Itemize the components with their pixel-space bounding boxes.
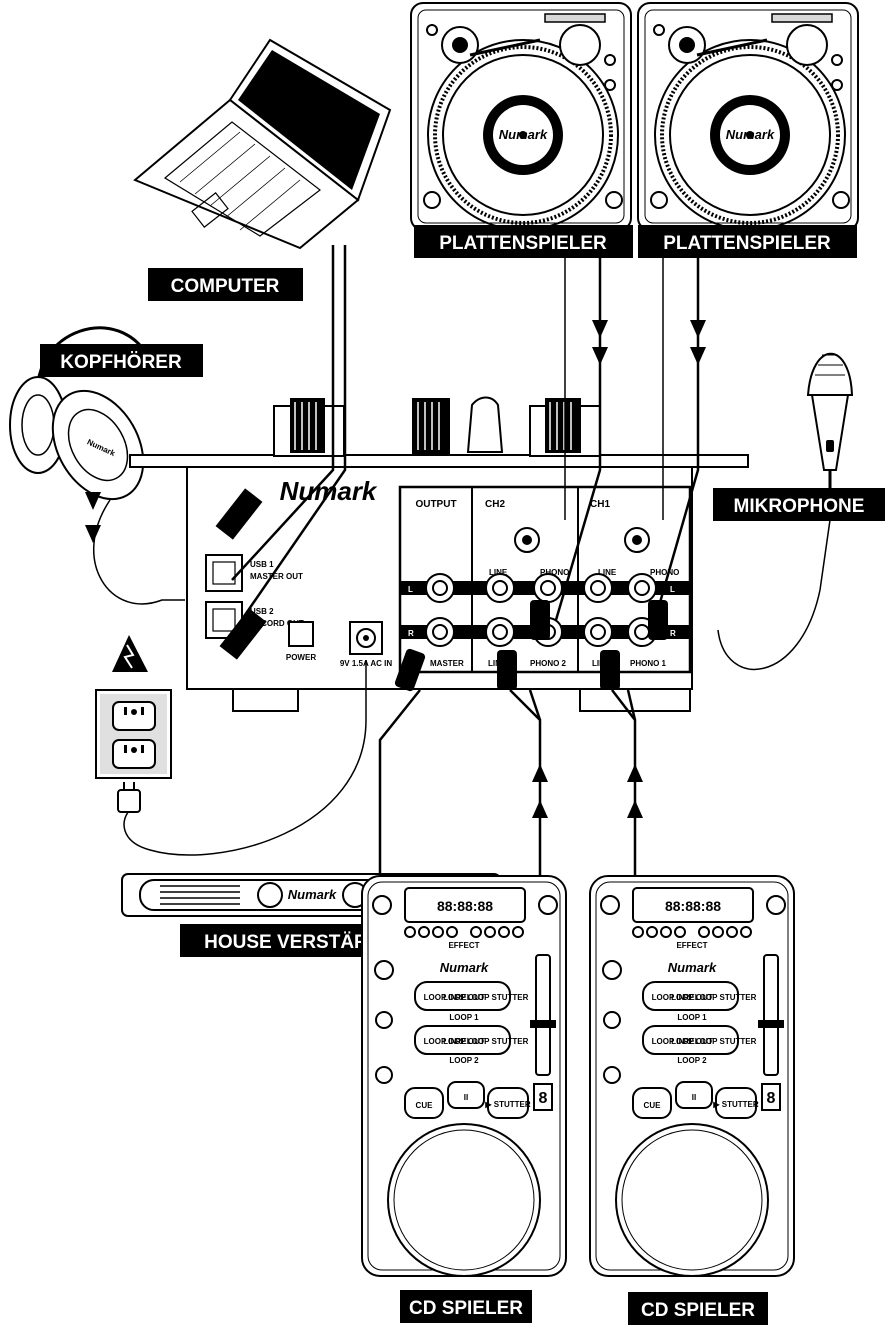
label-headphones-text: KOPFHÖRER: [60, 352, 182, 373]
cd1-digit: 8: [539, 1090, 548, 1107]
label-turntable-1-text: PLATTENSPIELER: [439, 233, 607, 254]
cd-player-2: 88:88:88 EFFECT Numark LOOP IN LOOP OUT …: [589, 875, 795, 1277]
turntable-1-brand: Numark: [499, 127, 548, 142]
turntable-1: Numark: [410, 2, 632, 231]
cd2-loop1: LOOP 1: [677, 1013, 707, 1022]
wall-outlet: [95, 635, 172, 813]
label-computer-text: COMPUTER: [171, 276, 280, 297]
label-turntable-2-text: PLATTENSPIELER: [663, 233, 831, 254]
record-out-label: RECORD OUT: [250, 619, 304, 628]
label-turntable-1: PLATTENSPIELER: [414, 225, 633, 258]
turntable-2-brand: Numark: [726, 127, 775, 142]
cd2-brand: Numark: [668, 960, 717, 975]
ch1-line-label: LINE: [598, 568, 617, 577]
label-cd-player-2-text: CD SPIELER: [641, 1300, 755, 1321]
headphones: Numark: [9, 326, 152, 501]
cd2-effect: EFFECT: [676, 941, 707, 950]
label-turntable-2: PLATTENSPIELER: [638, 225, 857, 258]
cd2-loop-in: LOOP IN: [652, 993, 685, 1002]
cd2-loop-out-2: LOOP OUT: [671, 1037, 713, 1046]
cd1-play: ▶ STUTTER: [484, 1100, 530, 1109]
usb1-label: USB 1: [250, 560, 274, 569]
cd1-reloop-2: RELOOP STUTTER: [456, 1037, 529, 1046]
section-ch1: CH1: [590, 499, 610, 510]
phono1-label: PHONO 1: [630, 659, 667, 668]
cd1-display: 88:88:88: [437, 898, 493, 914]
cd1-cue: CUE: [416, 1101, 434, 1110]
mixer-knobs: [273, 396, 601, 457]
rca-jacks: [425, 527, 657, 647]
master-label: MASTER: [430, 659, 464, 668]
label-cd-player-2: CD SPIELER: [628, 1292, 768, 1325]
label-cd-player-1-text: CD SPIELER: [409, 1298, 523, 1319]
cd1-brand: Numark: [440, 960, 489, 975]
mixer: Numark OUTPUT CH2 CH1 L R L R L: [129, 396, 749, 712]
microphone: [806, 352, 854, 500]
label-microphone-text: MIKROPHONE: [734, 496, 865, 517]
marker-r-out: R: [408, 629, 414, 638]
cd1-loop-out-2: LOOP OUT: [443, 1037, 485, 1046]
phono2-label: PHONO 2: [530, 659, 567, 668]
ch2-phono-label: PHONO: [540, 568, 569, 577]
cd2-loop-in-2: LOOP IN: [652, 1037, 685, 1046]
cd1-loop2: LOOP 2: [449, 1056, 479, 1065]
cd1-reloop: RELOOP STUTTER: [456, 993, 529, 1002]
section-ch2: CH2: [485, 499, 505, 510]
section-output: OUTPUT: [415, 499, 456, 510]
marker-l-ch1: L: [670, 585, 675, 594]
cd1-loop-in: LOOP IN: [424, 993, 457, 1002]
cd1-loop1: LOOP 1: [449, 1013, 479, 1022]
amplifier-brand: Numark: [288, 887, 337, 902]
cables: [85, 245, 706, 878]
cd2-cue: CUE: [644, 1101, 662, 1110]
mixer-brand: Numark: [280, 476, 378, 506]
cd2-loop2: LOOP 2: [677, 1056, 707, 1065]
master-out-label: MASTER OUT: [250, 572, 303, 581]
microphone-cable: [717, 519, 831, 671]
cd-player-1: 88:88:88 EFFECT Numark LOOP IN LOOP OUT …: [361, 875, 567, 1277]
ch1-phono-label: PHONO: [650, 568, 679, 577]
cd1-effect: EFFECT: [448, 941, 479, 950]
label-cd-player-1: CD SPIELER: [400, 1290, 532, 1323]
usb2-label: USB 2: [250, 607, 274, 616]
cd1-loop-out: LOOP OUT: [443, 993, 485, 1002]
label-amplifier-text: HOUSE VERSTÄRKER: [204, 932, 408, 953]
computer: [133, 38, 392, 250]
cd2-play: ▶ STUTTER: [712, 1100, 758, 1109]
marker-l-out: L: [408, 585, 413, 594]
cd2-loop-out: LOOP OUT: [671, 993, 713, 1002]
ch2-line-label: LINE: [489, 568, 508, 577]
cd2-display: 88:88:88: [665, 898, 721, 914]
cd1-pause: II: [464, 1093, 468, 1102]
turntable-2: Numark: [637, 2, 859, 231]
label-computer: COMPUTER: [148, 268, 303, 301]
cd2-digit: 8: [767, 1090, 776, 1107]
cd1-loop-in-2: LOOP IN: [424, 1037, 457, 1046]
marker-r-ch1: R: [670, 629, 676, 638]
label-headphones: KOPFHÖRER: [40, 344, 203, 377]
label-microphone: MIKROPHONE: [713, 488, 885, 521]
cd2-reloop: RELOOP STUTTER: [684, 993, 757, 1002]
cd2-reloop-2: RELOOP STUTTER: [684, 1037, 757, 1046]
power-label: POWER: [286, 653, 316, 662]
cd2-pause: II: [692, 1093, 696, 1102]
